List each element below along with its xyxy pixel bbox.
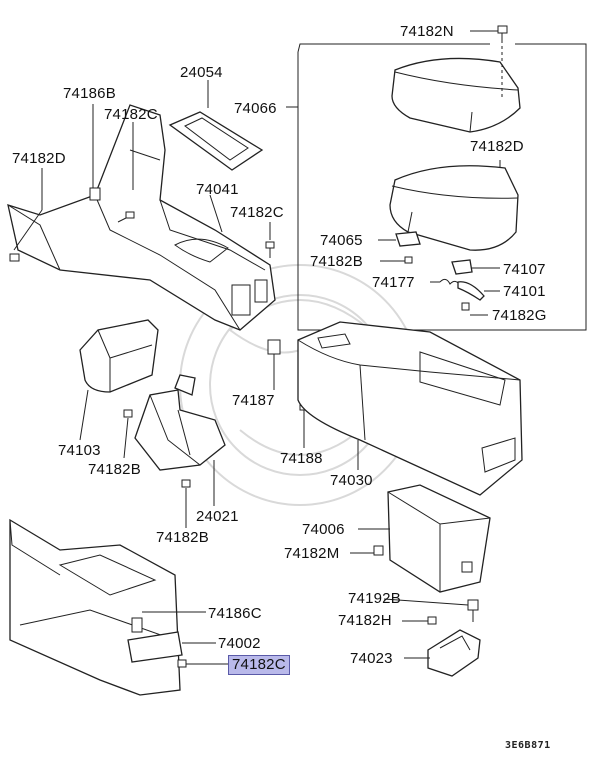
label-74006: 74006 (302, 521, 345, 538)
panel-74002 (127, 631, 183, 663)
label-74101: 74101 (503, 283, 546, 300)
label-74192b: 74192B (348, 590, 401, 607)
label-74182m: 74182M (284, 545, 340, 562)
screw-74182m-icon (373, 545, 384, 556)
screw-74182b-right-icon (404, 256, 413, 264)
label-74182b-left: 74182B (88, 461, 141, 478)
screw-74182b-bottom-icon (181, 479, 191, 488)
label-74182c-highlighted[interactable]: 74182C (228, 655, 290, 675)
armrest-lid-upper (391, 57, 521, 133)
clip-74186b (89, 187, 101, 201)
front-console-74041 (7, 104, 276, 331)
label-74182h: 74182H (338, 612, 392, 629)
label-74182n: 74182N (400, 23, 454, 40)
label-74002: 74002 (218, 635, 261, 652)
label-74187: 74187 (232, 392, 275, 409)
label-74182c-mid: 74182C (230, 204, 284, 221)
label-74186c: 74186C (208, 605, 262, 622)
screw-74182c-top-icon (117, 211, 135, 223)
clip-74065 (395, 231, 421, 247)
bracket-74023 (427, 629, 481, 677)
spring-74177 (439, 278, 461, 287)
label-74107: 74107 (503, 261, 546, 278)
label-74182b-right: 74182B (310, 253, 363, 270)
lever-74101 (457, 281, 485, 301)
screw-74182c-highlight-icon (177, 659, 187, 668)
shift-bezel-24054 (168, 111, 264, 171)
label-74188: 74188 (280, 450, 323, 467)
screw-74182h-icon (427, 616, 437, 625)
rear-console-74030 (297, 321, 523, 496)
label-74103: 74103 (58, 442, 101, 459)
tray-74103 (79, 319, 159, 393)
label-74023: 74023 (350, 650, 393, 667)
diagram-code: 3E6B871 (505, 740, 551, 751)
screw-74182d-left-icon (9, 253, 20, 262)
label-74186b: 74186B (63, 85, 116, 102)
label-24054: 24054 (180, 64, 223, 81)
label-74182c-top: 74182C (104, 106, 158, 123)
label-74177: 74177 (372, 274, 415, 291)
latch-74107 (451, 259, 473, 275)
bolt-74192b-icon (467, 599, 479, 622)
screw-74182c-mid-icon (265, 241, 275, 258)
armrest-detail-box (297, 43, 587, 331)
label-24021: 24021 (196, 508, 239, 525)
box-74006 (387, 484, 491, 593)
shift-boot-24021 (134, 374, 226, 471)
label-74065: 74065 (320, 232, 363, 249)
console-rear-section (9, 518, 181, 696)
clip-74186c (131, 617, 143, 633)
clip-74187 (267, 339, 281, 355)
label-74066: 74066 (234, 100, 277, 117)
screw-74182g-icon (461, 302, 470, 311)
label-74041: 74041 (196, 181, 239, 198)
armrest-lid-lower (389, 165, 519, 251)
label-74182b-bottom: 74182B (156, 529, 209, 546)
label-74182d-left: 74182D (12, 150, 66, 167)
screw-74182b-left-icon (123, 409, 133, 418)
label-74030: 74030 (330, 472, 373, 489)
screw-74182n-icon (497, 25, 508, 100)
label-74182g: 74182G (492, 307, 547, 324)
label-74182d-right: 74182D (470, 138, 524, 155)
